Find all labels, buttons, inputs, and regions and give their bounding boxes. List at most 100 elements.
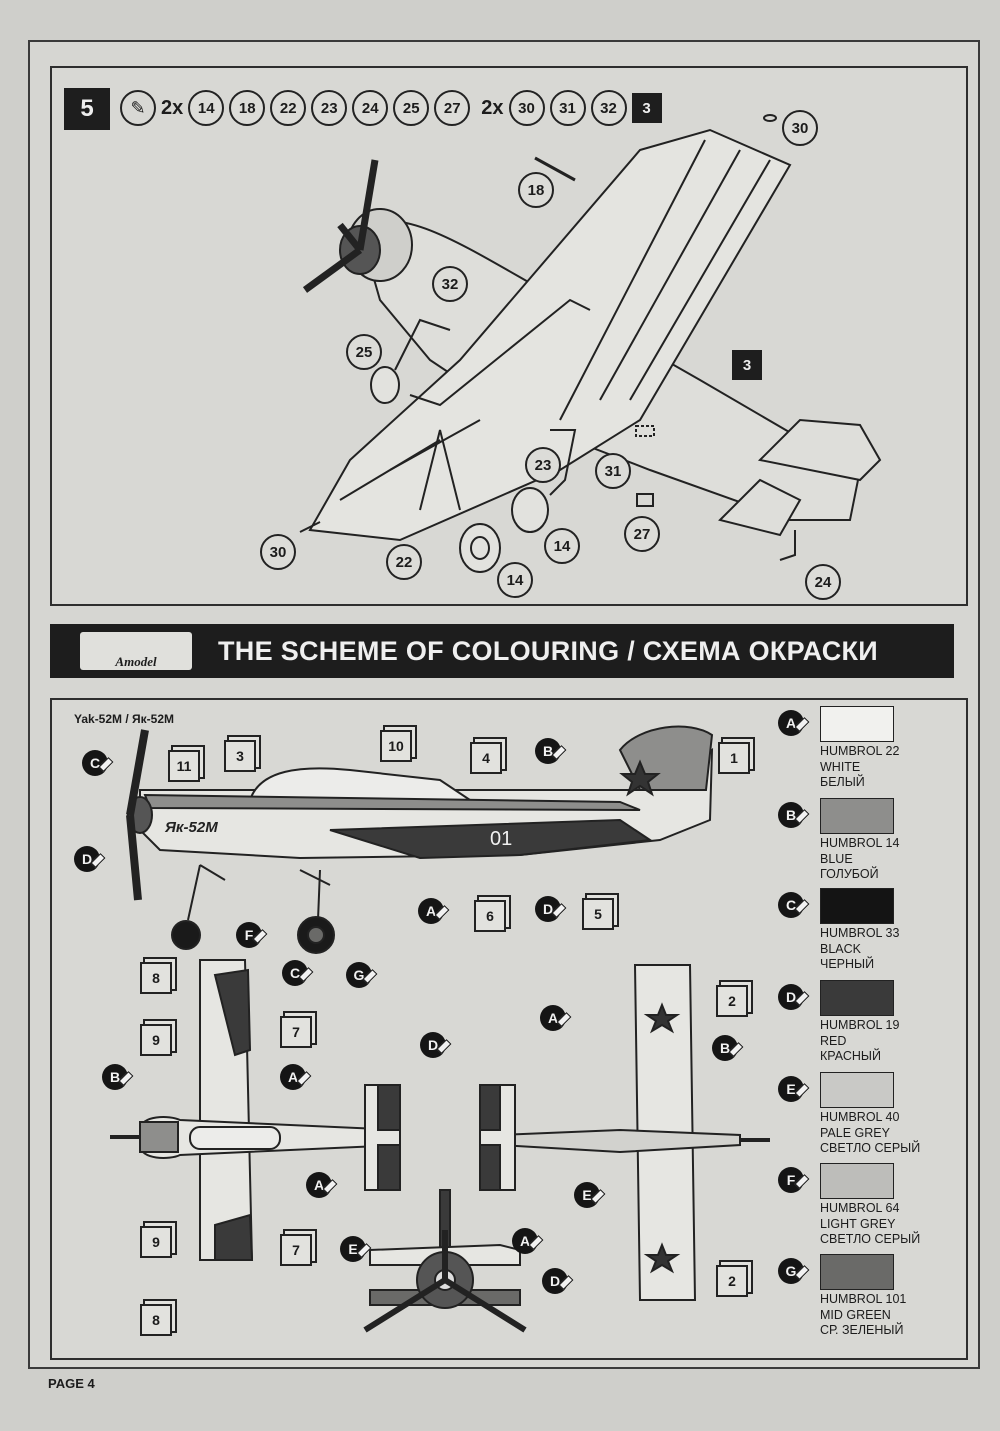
decal-number: 4 — [470, 742, 502, 774]
paint-name-en: BLUE — [820, 851, 853, 866]
paint-swatch — [820, 1072, 894, 1108]
paint-name-ru: СВЕТЛО СЕРЫЙ — [820, 1232, 921, 1246]
paint-name-en: MID GREEN — [820, 1307, 891, 1322]
paint-name-en: PALE GREY — [820, 1125, 890, 1140]
paint-name-en: BLACK — [820, 941, 861, 956]
colour-callout: A — [540, 1005, 566, 1031]
part-number: 32 — [590, 90, 627, 126]
paint-letter: D — [778, 984, 804, 1010]
decal-number: 7 — [280, 1016, 312, 1048]
paint-code: HUMBROL 40 — [820, 1110, 900, 1124]
callout-part: 24 — [805, 564, 841, 600]
decal-number: 5 — [582, 898, 614, 930]
part-number: 31 — [549, 90, 586, 126]
paint-swatch — [820, 798, 894, 834]
callout-part: 31 — [595, 453, 631, 489]
colour-callout: C — [82, 750, 108, 776]
paint-name-ru: БЕЛЫЙ — [820, 775, 865, 789]
callout-part: 14 — [544, 528, 580, 564]
decal-number: 9 — [140, 1024, 172, 1056]
callout-part: 32 — [432, 266, 468, 302]
callout-part: 14 — [497, 562, 533, 598]
paint-code: HUMBROL 19 — [820, 1018, 900, 1032]
colour-callout: D — [74, 846, 100, 872]
paint-swatch — [820, 706, 894, 742]
paint-swatch — [820, 1254, 894, 1290]
side-tail-number: 01 — [490, 828, 512, 850]
callout-part: 30 — [782, 110, 818, 146]
callout-part: 30 — [260, 534, 296, 570]
paint-name-ru: ЧЕРНЫЙ — [820, 957, 875, 971]
colour-callout: E — [340, 1236, 366, 1262]
part-number: 22 — [270, 90, 307, 126]
paint-letter: A — [778, 710, 804, 736]
colour-callout: A — [306, 1172, 332, 1198]
paint-name-ru: СВЕТЛО СЕРЫЙ — [820, 1141, 921, 1155]
paint-letter: B — [778, 802, 804, 828]
colour-callout: G — [346, 962, 372, 988]
callout-part: 22 — [386, 544, 422, 580]
part-number: 14 — [188, 90, 225, 126]
paint-code: HUMBROL 22 — [820, 744, 900, 758]
paint-code: HUMBROL 33 — [820, 926, 900, 940]
paint-name-en: RED — [820, 1033, 847, 1048]
glue-icon: ✎ — [120, 90, 156, 126]
paint-code: HUMBROL 64 — [820, 1201, 900, 1215]
part-number: 23 — [311, 90, 348, 126]
paint-letter: C — [778, 892, 804, 918]
part-number: 18 — [229, 90, 266, 126]
paint-name-en: WHITE — [820, 759, 861, 774]
multiplier-b: 2x — [481, 96, 504, 119]
colour-callout: D — [542, 1268, 568, 1294]
decal-number: 8 — [140, 1304, 172, 1336]
assembly-drawing — [299, 114, 882, 573]
colour-callout: D — [420, 1032, 446, 1058]
decal-number: 2 — [716, 985, 748, 1017]
multiplier-a: 2x — [161, 96, 184, 119]
aircraft-label: Yak-52M / Як-52M — [74, 712, 175, 726]
colour-callout: C — [282, 960, 308, 986]
decal-number: 3 — [224, 740, 256, 772]
colour-callout: B — [712, 1035, 738, 1061]
callout-reference-block: 3 — [732, 350, 762, 380]
paint-letter: F — [778, 1167, 804, 1193]
colour-callout: A — [418, 898, 444, 924]
aircraft-drawings: 01 Як-52М — [110, 725, 770, 1333]
amodel-logo: Amodel — [80, 632, 192, 670]
callout-part: 23 — [525, 447, 561, 483]
decal-number: 2 — [716, 1265, 748, 1297]
colour-callout: B — [102, 1064, 128, 1090]
callout-part: 18 — [518, 172, 554, 208]
colour-callout: E — [574, 1182, 600, 1208]
paint-name-ru: КРАСНЫЙ — [820, 1049, 881, 1063]
step-number: 5 — [64, 88, 110, 130]
decal-number: 10 — [380, 730, 412, 762]
colour-callout: F — [236, 922, 262, 948]
paint-name-en: LIGHT GREY — [820, 1216, 896, 1231]
fuselage-lettering: Як-52М — [164, 819, 218, 836]
colour-callout: B — [535, 738, 561, 764]
callout-part: 27 — [624, 516, 660, 552]
paint-swatch — [820, 888, 894, 924]
part-number: 24 — [352, 90, 389, 126]
paint-swatch — [820, 980, 894, 1016]
part-number: 25 — [393, 90, 430, 126]
colour-scheme-banner: Amodel THE SCHEME OF COLOURING / СХЕМА О… — [50, 624, 954, 678]
part-number: 27 — [434, 90, 471, 126]
decal-number: 6 — [474, 900, 506, 932]
paint-name-ru: СР. ЗЕЛЕНЫЙ — [820, 1323, 904, 1337]
paint-code: HUMBROL 14 — [820, 836, 900, 850]
part-number: 30 — [508, 90, 545, 126]
paint-code: HUMBROL 101 — [820, 1292, 907, 1306]
decal-number: 9 — [140, 1226, 172, 1258]
paint-letter: G — [778, 1258, 804, 1284]
colour-callout: A — [280, 1064, 306, 1090]
page-number: PAGE 4 — [48, 1376, 95, 1391]
parts-list: ✎ 2x 14 18 22 23 24 25 27 2x 30 31 32 3 — [120, 90, 662, 126]
banner-title: THE SCHEME OF COLOURING / СХЕМА ОКРАСКИ — [218, 635, 879, 666]
decal-number: 11 — [168, 750, 200, 782]
paint-swatch — [820, 1163, 894, 1199]
decal-number: 1 — [718, 742, 750, 774]
colour-callout: D — [535, 896, 561, 922]
reference-block: 3 — [631, 93, 662, 123]
